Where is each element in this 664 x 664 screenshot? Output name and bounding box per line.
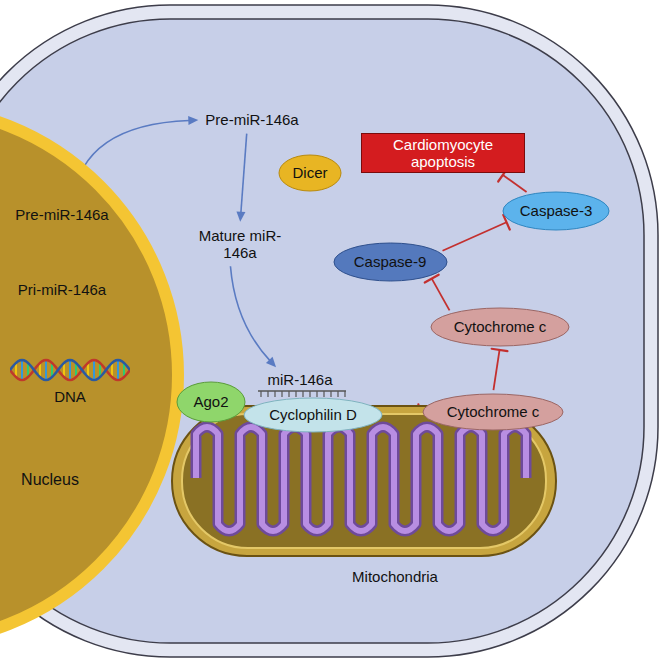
outcome-box: Cardiomyocyte apoptosis [361,133,525,174]
node-label: Ago2 [193,393,228,410]
enzyme-ellipse: Dicer [278,154,342,192]
inhibition-connector [443,215,510,251]
protein-ellipse: Cytochrome c [430,307,570,347]
node-label: Pri-miR-146a [18,281,106,298]
node-label: Nucleus [21,471,79,489]
inhibition-connector [492,349,508,390]
node-label: Pre-miR-146a [205,111,298,128]
node-label: Cytochrome c [447,403,540,420]
protein-ellipse: Caspase-3 [502,191,610,231]
node-label: Pre-miR-146a [15,206,108,223]
node-label: Caspase-9 [354,253,427,270]
protein-ellipse: Cyclophilin D [243,397,383,433]
mirna-strand [258,390,346,392]
activation-arrow [230,266,276,367]
node-label: Cyclophilin D [269,406,357,423]
dna-helix-icon [10,356,130,384]
node-label: Cytochrome c [454,318,547,335]
rna-label: Pre-miR-146a [201,109,302,130]
node-label: Caspase-3 [520,202,593,219]
node-label: DNA [54,388,86,405]
node-label: Cardiomyocyte apoptosis [368,136,518,171]
nucleus: Nucleus Pre-miR-146aPri-miR-146aDNA [0,100,185,650]
protein-ellipse: Ago2 [176,381,246,423]
dna-helix: DNA [8,356,132,405]
rna-label: Pre-miR-146a [11,204,112,225]
rna-label: Pri-miR-146a [14,279,110,300]
protein-ellipse: Caspase-9 [333,242,448,282]
protein-ellipse: Cytochrome c [422,393,564,431]
node-label: miR-146a [267,371,332,388]
mirna-label: miR-146a [263,369,336,390]
mirna-strand-ticks [261,391,345,397]
node-label: Mature miR-146a [195,227,285,262]
node-label: Dicer [292,164,327,181]
inhibition-connector [425,275,450,311]
rna-label: Mature miR-146a [191,225,289,264]
activation-arrow [236,134,246,222]
node-label: Mitochondria [352,568,438,585]
